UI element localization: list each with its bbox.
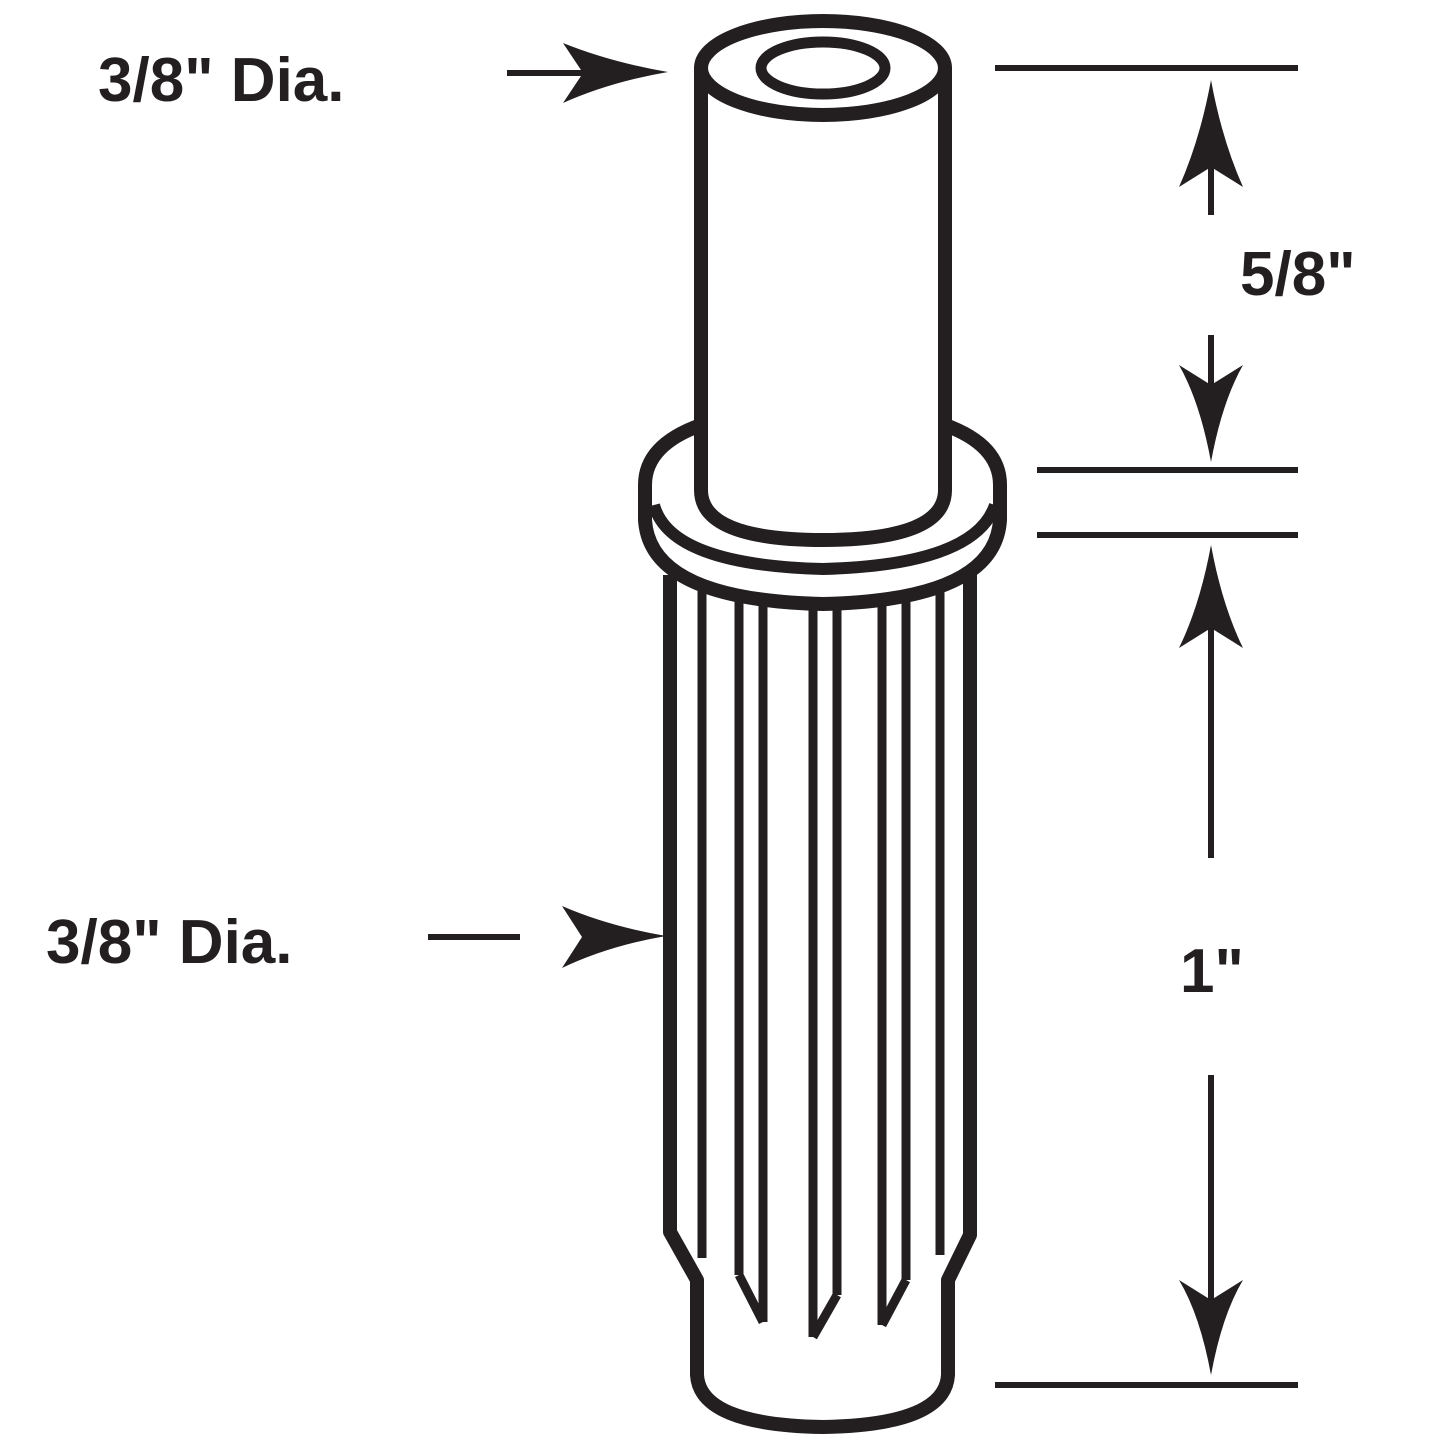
top-diameter-label: 3/8" Dia. — [98, 46, 345, 115]
dimension-shafts — [428, 70, 1214, 1310]
upper-cylinder — [694, 14, 952, 547]
arrow-up-icon — [1179, 80, 1243, 187]
arrowheads — [562, 43, 1243, 1375]
arrow-up-icon — [1179, 545, 1243, 648]
collar — [638, 418, 1007, 611]
arrow-right-icon — [562, 906, 666, 968]
fluted-shank — [663, 575, 977, 1434]
upper-length-label: 5/8" — [1240, 240, 1356, 309]
bottom-diameter-label: 3/8" Dia. — [46, 908, 293, 977]
arrow-down-icon — [1179, 365, 1243, 462]
arrow-right-icon — [563, 43, 668, 103]
lower-length-label: 1" — [1180, 937, 1244, 1006]
extension-lines — [995, 65, 1298, 1388]
arrow-down-icon — [1179, 1280, 1243, 1375]
